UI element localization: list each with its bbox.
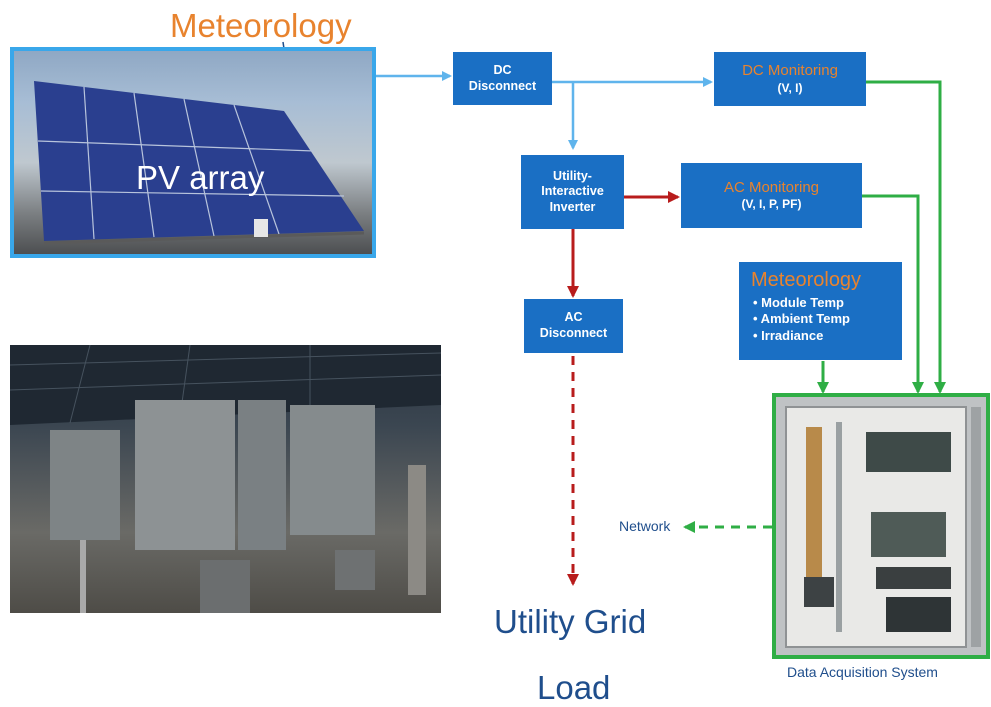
arrow-ac-monitoring-to-daq	[862, 194, 924, 394]
pv-array-photo: PV array	[10, 47, 376, 258]
meteorology-box: Meteorology • Module Temp • Ambient Temp…	[739, 262, 902, 360]
pv-array-label: PV array	[136, 159, 265, 196]
load-label: Load	[537, 669, 611, 706]
enclosure-icon	[10, 345, 441, 613]
ac-monitoring-box: AC Monitoring (V, I, P, PF)	[681, 163, 862, 228]
inverter-label: Utility- Interactive Inverter	[541, 168, 604, 214]
dc-monitoring-box: DC Monitoring (V, I)	[714, 52, 866, 106]
utility-grid-label: Utility Grid	[494, 603, 647, 640]
ac-disconnect-box: AC Disconnect	[524, 299, 623, 353]
ac-disconnect-label: AC Disconnect	[539, 310, 608, 340]
ac-monitoring-sub: (V, I, P, PF)	[741, 197, 802, 212]
data-acquisition-cabinet-icon	[785, 406, 981, 648]
data-acquisition-photo	[772, 393, 990, 659]
dc-monitoring-title: DC Monitoring	[742, 62, 838, 80]
electrical-enclosure-photo	[10, 345, 441, 613]
pv-meteorology-title: Meteorology	[170, 7, 352, 44]
data-acquisition-label: Data Acquisition System	[787, 664, 938, 680]
arrow-dc-monitoring-to-daq	[866, 80, 946, 394]
meteorology-item-module-temp: • Module Temp	[753, 295, 844, 310]
meteorology-title: Meteorology	[751, 269, 862, 291]
dc-monitoring-sub: (V, I)	[777, 80, 803, 95]
dc-disconnect-box: DC Disconnect	[453, 52, 552, 105]
meteorology-item-ambient-temp: • Ambient Temp	[753, 311, 850, 327]
solar-panel-icon	[34, 81, 365, 245]
ac-monitoring-title: AC Monitoring	[723, 178, 820, 196]
meteorology-item-irradiance: • Irradiance	[753, 327, 824, 343]
inverter-box: Utility- Interactive Inverter	[521, 155, 624, 229]
network-label: Network	[619, 518, 671, 534]
dc-disconnect-label: DC Disconnect	[468, 62, 537, 93]
